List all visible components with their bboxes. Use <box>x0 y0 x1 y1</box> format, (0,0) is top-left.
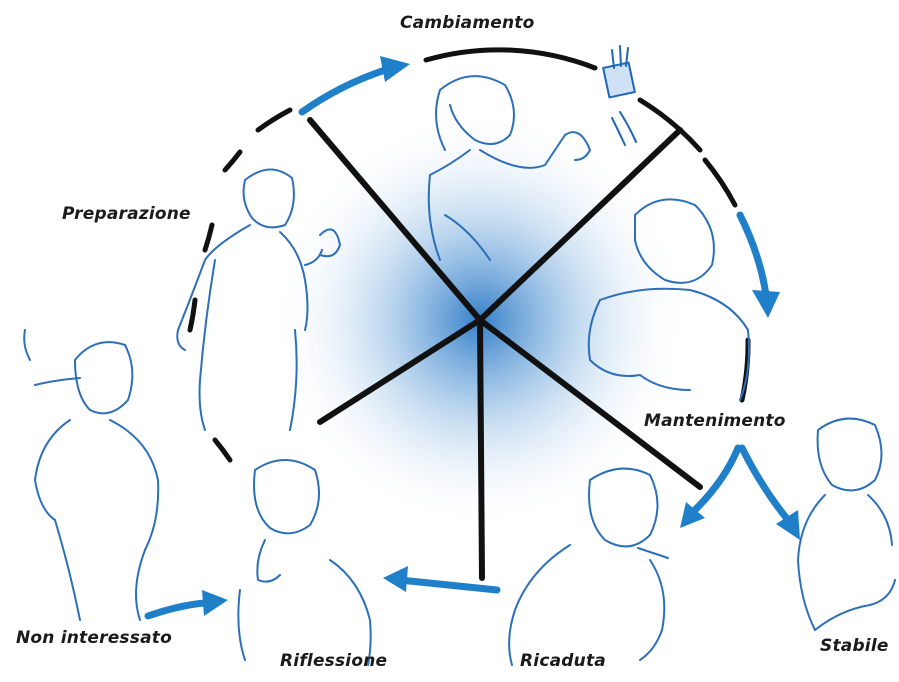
label-stabile: Stabile <box>820 636 889 656</box>
arrow-ricaduta-to-riflessione <box>400 580 497 590</box>
cigarette-pack-icon <box>603 46 636 145</box>
label-cambiamento: Cambiamento <box>400 13 534 33</box>
label-riflessione: Riflessione <box>280 651 387 671</box>
arrow-to-mantenimento <box>740 215 766 295</box>
label-non-interessato: Non interessato <box>16 628 172 648</box>
figure-stabile <box>798 419 895 630</box>
label-mantenimento: Mantenimento <box>644 411 786 431</box>
label-ricaduta: Ricaduta <box>520 651 606 671</box>
figure-riflessione <box>238 460 370 665</box>
arrow-to-ricaduta <box>695 448 738 510</box>
arrow-to-cambiamento <box>302 70 385 112</box>
label-preparazione: Preparazione <box>62 204 191 224</box>
arrow-non-to-riflessione <box>148 603 205 616</box>
arrow-to-stabile <box>742 448 788 520</box>
figure-non-interessato <box>24 330 158 620</box>
